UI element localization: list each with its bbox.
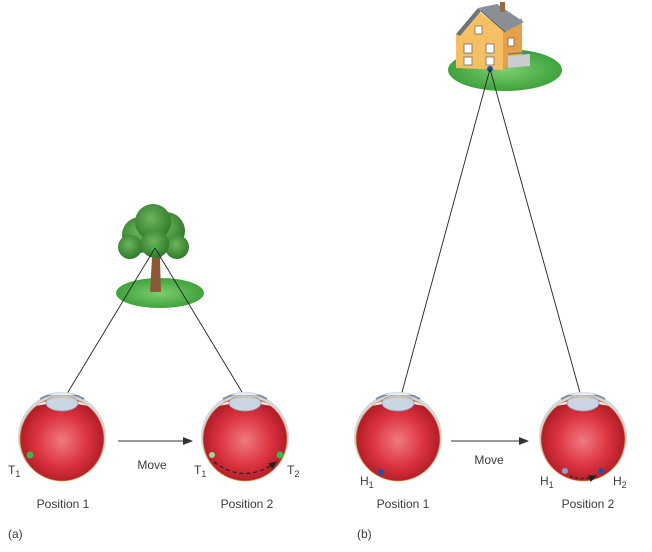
retina-point-h1	[378, 469, 384, 475]
retina-point-h2	[598, 468, 604, 474]
eye-position-1	[17, 391, 107, 482]
point-label-t2: T2	[287, 463, 299, 479]
eye-position-2-b	[538, 391, 628, 482]
tree-icon	[116, 204, 204, 308]
retina-point-t2	[276, 451, 284, 459]
panel-tag-b: (b)	[357, 527, 372, 541]
move-label-b: Move	[474, 453, 504, 467]
position-1-label-a: Position 1	[37, 497, 90, 511]
point-label-t1: T1	[8, 463, 20, 479]
position-2-label-b: Position 2	[562, 497, 615, 511]
eye-position-1-b	[353, 391, 443, 482]
retina-shift-path-b	[569, 475, 598, 482]
eye-position-2	[200, 391, 290, 482]
panel-a: Move Position 1 Position 2 (a) T1 T1 T2	[8, 204, 299, 541]
panel-tag-a: (a)	[8, 527, 23, 541]
move-label-a: Move	[137, 458, 167, 472]
retina-point-t1	[26, 451, 34, 459]
house-icon	[448, 2, 562, 91]
retina-point-t1-faded	[209, 452, 215, 458]
retina-point-h1-faded	[562, 468, 568, 474]
panel-b: Move Position 1 Position 2 (b) H1 H1 H2	[353, 2, 628, 541]
point-label-h1-pos2: H1	[540, 474, 554, 490]
position-2-label-a: Position 2	[221, 497, 274, 511]
point-label-h2: H2	[613, 474, 627, 490]
point-label-h1: H1	[360, 474, 374, 490]
position-1-label-b: Position 1	[377, 497, 430, 511]
point-label-t1-pos2: T1	[194, 463, 206, 479]
